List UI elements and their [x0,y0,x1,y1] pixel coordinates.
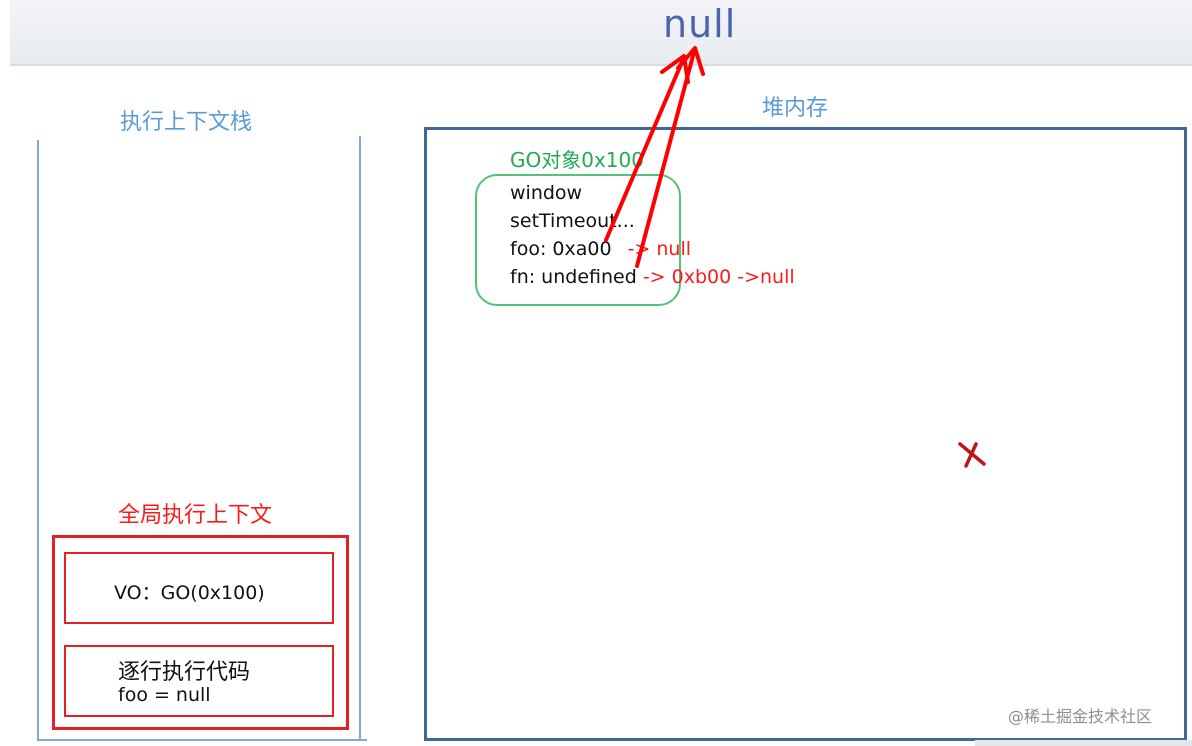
code-line: foo = null [118,684,211,706]
fn-value: fn: undefined [510,266,637,288]
go-object-title: GO对象0x100 [510,148,644,172]
foo-value: foo: 0xa00 [510,238,612,260]
stack-right-wall [359,136,361,740]
watermark: @稀土掘金技术社区 [1008,707,1153,726]
heap-title: 堆内存 [762,96,829,121]
stack-left-wall [37,140,39,740]
go-line-window: window [510,182,583,204]
vo-text: VO：GO(0x100) [114,582,265,604]
top-banner [10,0,1192,66]
null-label: null [663,2,737,46]
go-line-settimeout: setTimeout... [510,210,635,232]
x-mark-icon [958,442,986,468]
go-line-fn: fn: undefined -> 0xb00 ->null [510,266,795,288]
heap-box [424,127,1187,741]
code-title: 逐行执行代码 [118,660,251,685]
vo-box [64,552,334,624]
stack-title: 执行上下文栈 [120,110,253,135]
global-context-box [52,535,349,730]
foo-change: -> null [627,238,692,260]
stack-bottom-wall [37,739,367,741]
go-line-foo: foo: 0xa00 -> null [510,238,691,260]
fn-change: -> 0xb00 ->null [642,266,795,288]
code-box [64,645,334,717]
bottom-strip [975,740,1192,746]
global-context-title: 全局执行上下文 [118,503,273,528]
